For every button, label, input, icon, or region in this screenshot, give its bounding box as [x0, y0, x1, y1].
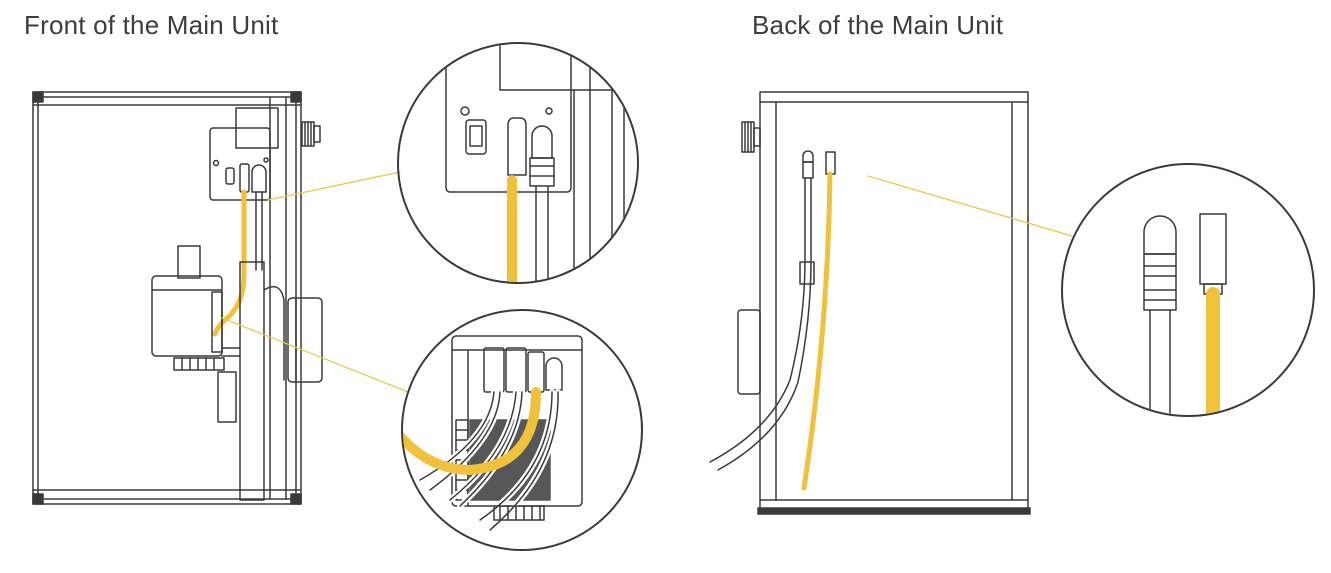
back-unit-frame: [757, 91, 1031, 515]
front-rail: [217, 261, 285, 501]
front-callout-lines: [221, 171, 409, 393]
back-side-hinge: [737, 309, 761, 395]
zoom-circle-motor: [401, 309, 643, 551]
back-callout-line: [867, 175, 1073, 237]
front-side-hinge: [287, 297, 323, 383]
back-grey-cable: [709, 150, 815, 471]
front-port-panel: [209, 107, 279, 201]
zoom-circle-back-connectors: [1061, 163, 1315, 417]
back-yellow-cable: [801, 151, 836, 491]
front-unit-frame: [32, 91, 302, 505]
usb-port-icon: [465, 119, 487, 155]
bottom-knob-icon: [493, 505, 545, 521]
front-side-knob-icon: [301, 121, 321, 147]
front-motor: [151, 245, 225, 371]
front-bottom-knob-icon: [173, 357, 225, 371]
back-view-title: Back of the Main Unit: [752, 10, 1004, 40]
front-view-title: Front of the Main Unit: [24, 10, 279, 40]
dc-barrel-connector-icon: [251, 164, 267, 193]
back-side-knob-icon: [741, 121, 761, 153]
usb-port-icon: [225, 167, 235, 185]
zoom-circle-ports: [397, 42, 639, 284]
front-yellow-cable: [212, 189, 247, 337]
